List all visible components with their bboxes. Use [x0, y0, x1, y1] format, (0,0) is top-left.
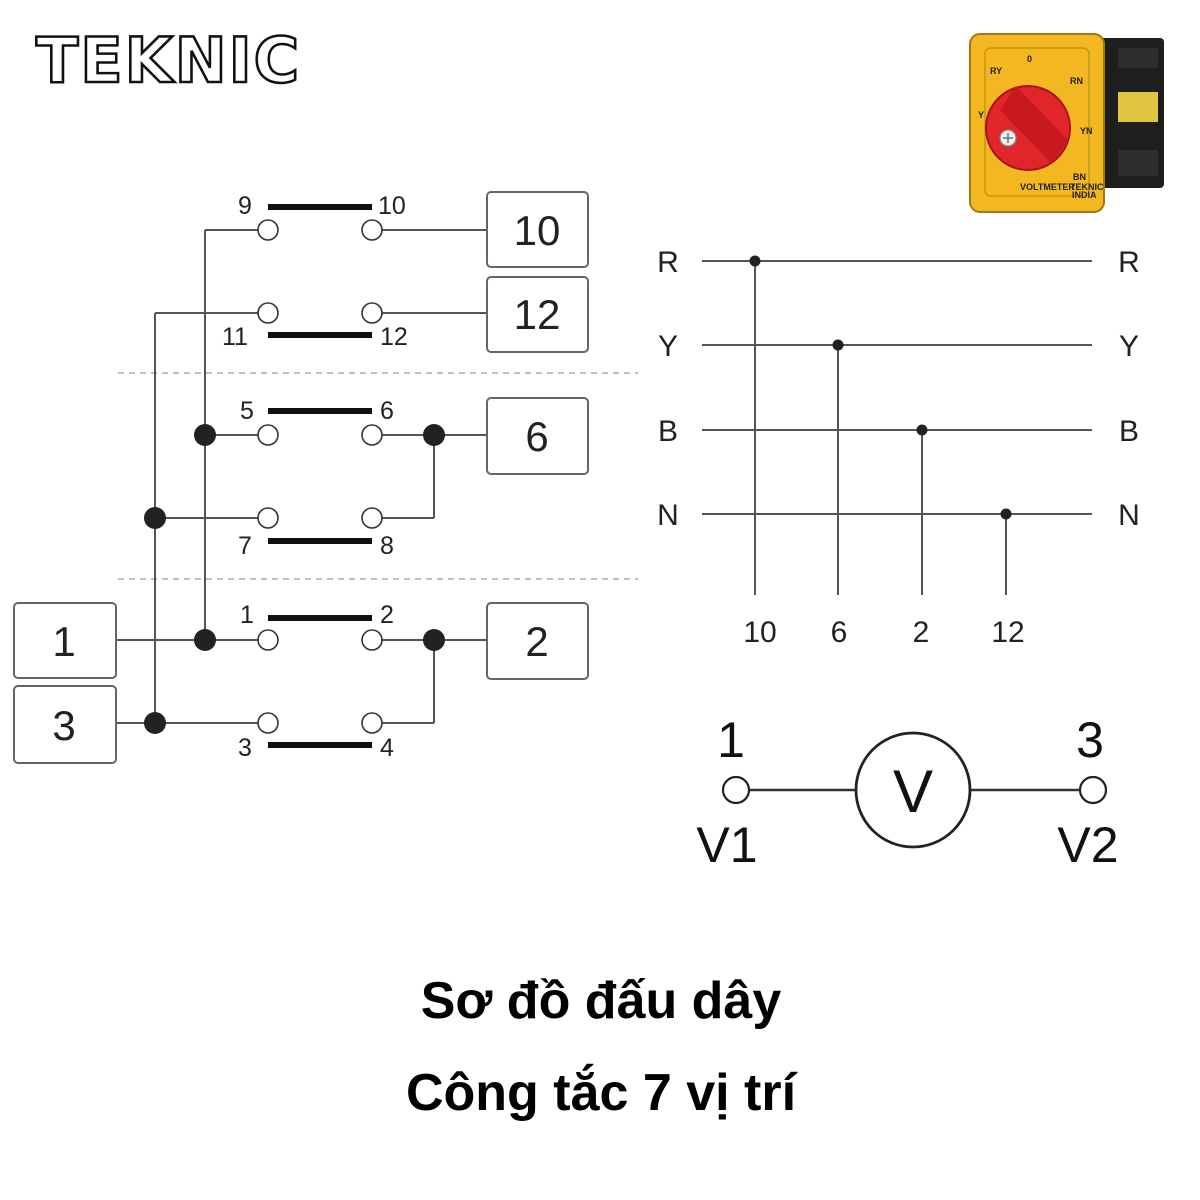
bus-label-left: Y — [658, 330, 678, 363]
terminal — [361, 219, 383, 241]
junction-dot — [423, 424, 445, 446]
terminal-label: 9 — [238, 192, 252, 220]
bus-label-left: N — [657, 499, 679, 532]
input-box-label: 1 — [52, 618, 75, 665]
voltmeter-symbol: V — [893, 758, 933, 825]
voltmeter-icon — [854, 731, 972, 849]
terminal-label: 8 — [380, 532, 394, 560]
terminal — [257, 302, 279, 324]
bus-label-right: B — [1119, 415, 1139, 448]
input-box-label: 3 — [52, 702, 75, 749]
terminal — [257, 507, 279, 529]
contact-pair-11-12: 11 12 — [222, 302, 408, 351]
maker-text: TEKNIC — [1070, 182, 1104, 192]
terminal-label: 4 — [380, 734, 394, 762]
voltmeter-terminal-number: 3 — [1076, 712, 1104, 768]
junction-dot — [423, 629, 445, 651]
output-box-label: 6 — [525, 413, 548, 460]
contact-pair-7-8: 7 8 — [238, 507, 394, 560]
brand-logo: TEKNIC — [36, 24, 301, 97]
dial-label-ry: RY — [990, 66, 1002, 76]
terminal-label: 6 — [380, 397, 394, 425]
dial-label-bn: BN — [1073, 172, 1086, 182]
output-box-12: 12 — [486, 276, 589, 353]
terminal-label: 3 — [238, 734, 252, 762]
bus-label-right: Y — [1119, 330, 1139, 363]
dial-label-rn: RN — [1070, 76, 1083, 86]
tap-label: 6 — [831, 616, 848, 649]
output-box-2: 2 — [486, 602, 589, 680]
output-box-label: 10 — [514, 207, 561, 254]
voltmeter-terminal-number: 1 — [717, 712, 745, 768]
terminal — [361, 302, 383, 324]
terminal — [361, 424, 383, 446]
caption-line-2: Công tắc 7 vị trí — [406, 1063, 798, 1122]
terminal — [361, 507, 383, 529]
terminal-label: 7 — [238, 532, 252, 560]
caption-line-1: Sơ đồ đấu dây — [421, 972, 782, 1030]
junction-dot — [144, 507, 166, 529]
terminal-label: 12 — [380, 323, 408, 351]
terminal-label: 5 — [240, 397, 254, 425]
switch-contact-diagram: 9 10 11 12 5 6 7 8 — [13, 191, 638, 764]
bus-label-right: N — [1118, 499, 1140, 532]
terminal-label: 10 — [378, 192, 406, 220]
tap-junction-dot — [916, 424, 928, 436]
tap-junction-dot — [749, 255, 761, 267]
voltmeter-diagram: V 1 3 V1 V2 — [696, 712, 1118, 873]
terminal — [361, 712, 383, 734]
terminal — [361, 629, 383, 651]
tap-label: 10 — [743, 616, 776, 649]
terminal-label: 11 — [222, 323, 248, 351]
terminal-label: 2 — [380, 601, 394, 629]
origin-text: INDIA — [1072, 190, 1097, 200]
plate-text: VOLTMETER — [1020, 182, 1075, 192]
input-box-1: 1 — [13, 602, 117, 679]
terminal-v1 — [721, 775, 751, 805]
terminal-label: 1 — [240, 601, 254, 629]
phase-bus-diagram: R Y B N R Y B N 10 6 2 12 — [657, 246, 1140, 649]
terminal — [257, 219, 279, 241]
output-box-6: 6 — [486, 397, 589, 475]
output-box-label: 2 — [525, 618, 548, 665]
bus-label-right: R — [1118, 246, 1140, 279]
terminal-v2 — [1078, 775, 1108, 805]
contact-pair-3-4: 3 4 — [238, 712, 394, 762]
terminal — [257, 712, 279, 734]
output-box-label: 12 — [514, 291, 561, 338]
contact-pair-1-2: 1 2 — [240, 601, 394, 651]
junction-dot — [194, 424, 216, 446]
tap-label: 12 — [991, 616, 1024, 649]
product-photo: 0 RY RN Y YN BN VOLTMETER TEKNIC INDIA — [969, 33, 1164, 213]
dial-label-off: 0 — [1027, 54, 1032, 64]
contact-pair-9-10: 9 10 — [238, 192, 406, 241]
terminal — [257, 424, 279, 446]
tap-junction-dot — [832, 339, 844, 351]
tap-junction-dot — [1000, 508, 1012, 520]
junction-dot — [144, 712, 166, 734]
voltmeter-terminal-label: V2 — [1057, 817, 1118, 873]
dial-label-y: Y — [978, 110, 984, 120]
output-box-10: 10 — [486, 191, 589, 268]
contact-pair-5-6: 5 6 — [240, 397, 394, 446]
junction-dot — [194, 629, 216, 651]
voltmeter-terminal-label: V1 — [696, 817, 757, 873]
bus-label-left: B — [658, 415, 678, 448]
terminal — [257, 629, 279, 651]
tap-label: 2 — [913, 616, 930, 649]
dial-label-yn: YN — [1080, 126, 1093, 136]
bus-label-left: R — [657, 246, 679, 279]
input-box-3: 3 — [13, 685, 117, 764]
